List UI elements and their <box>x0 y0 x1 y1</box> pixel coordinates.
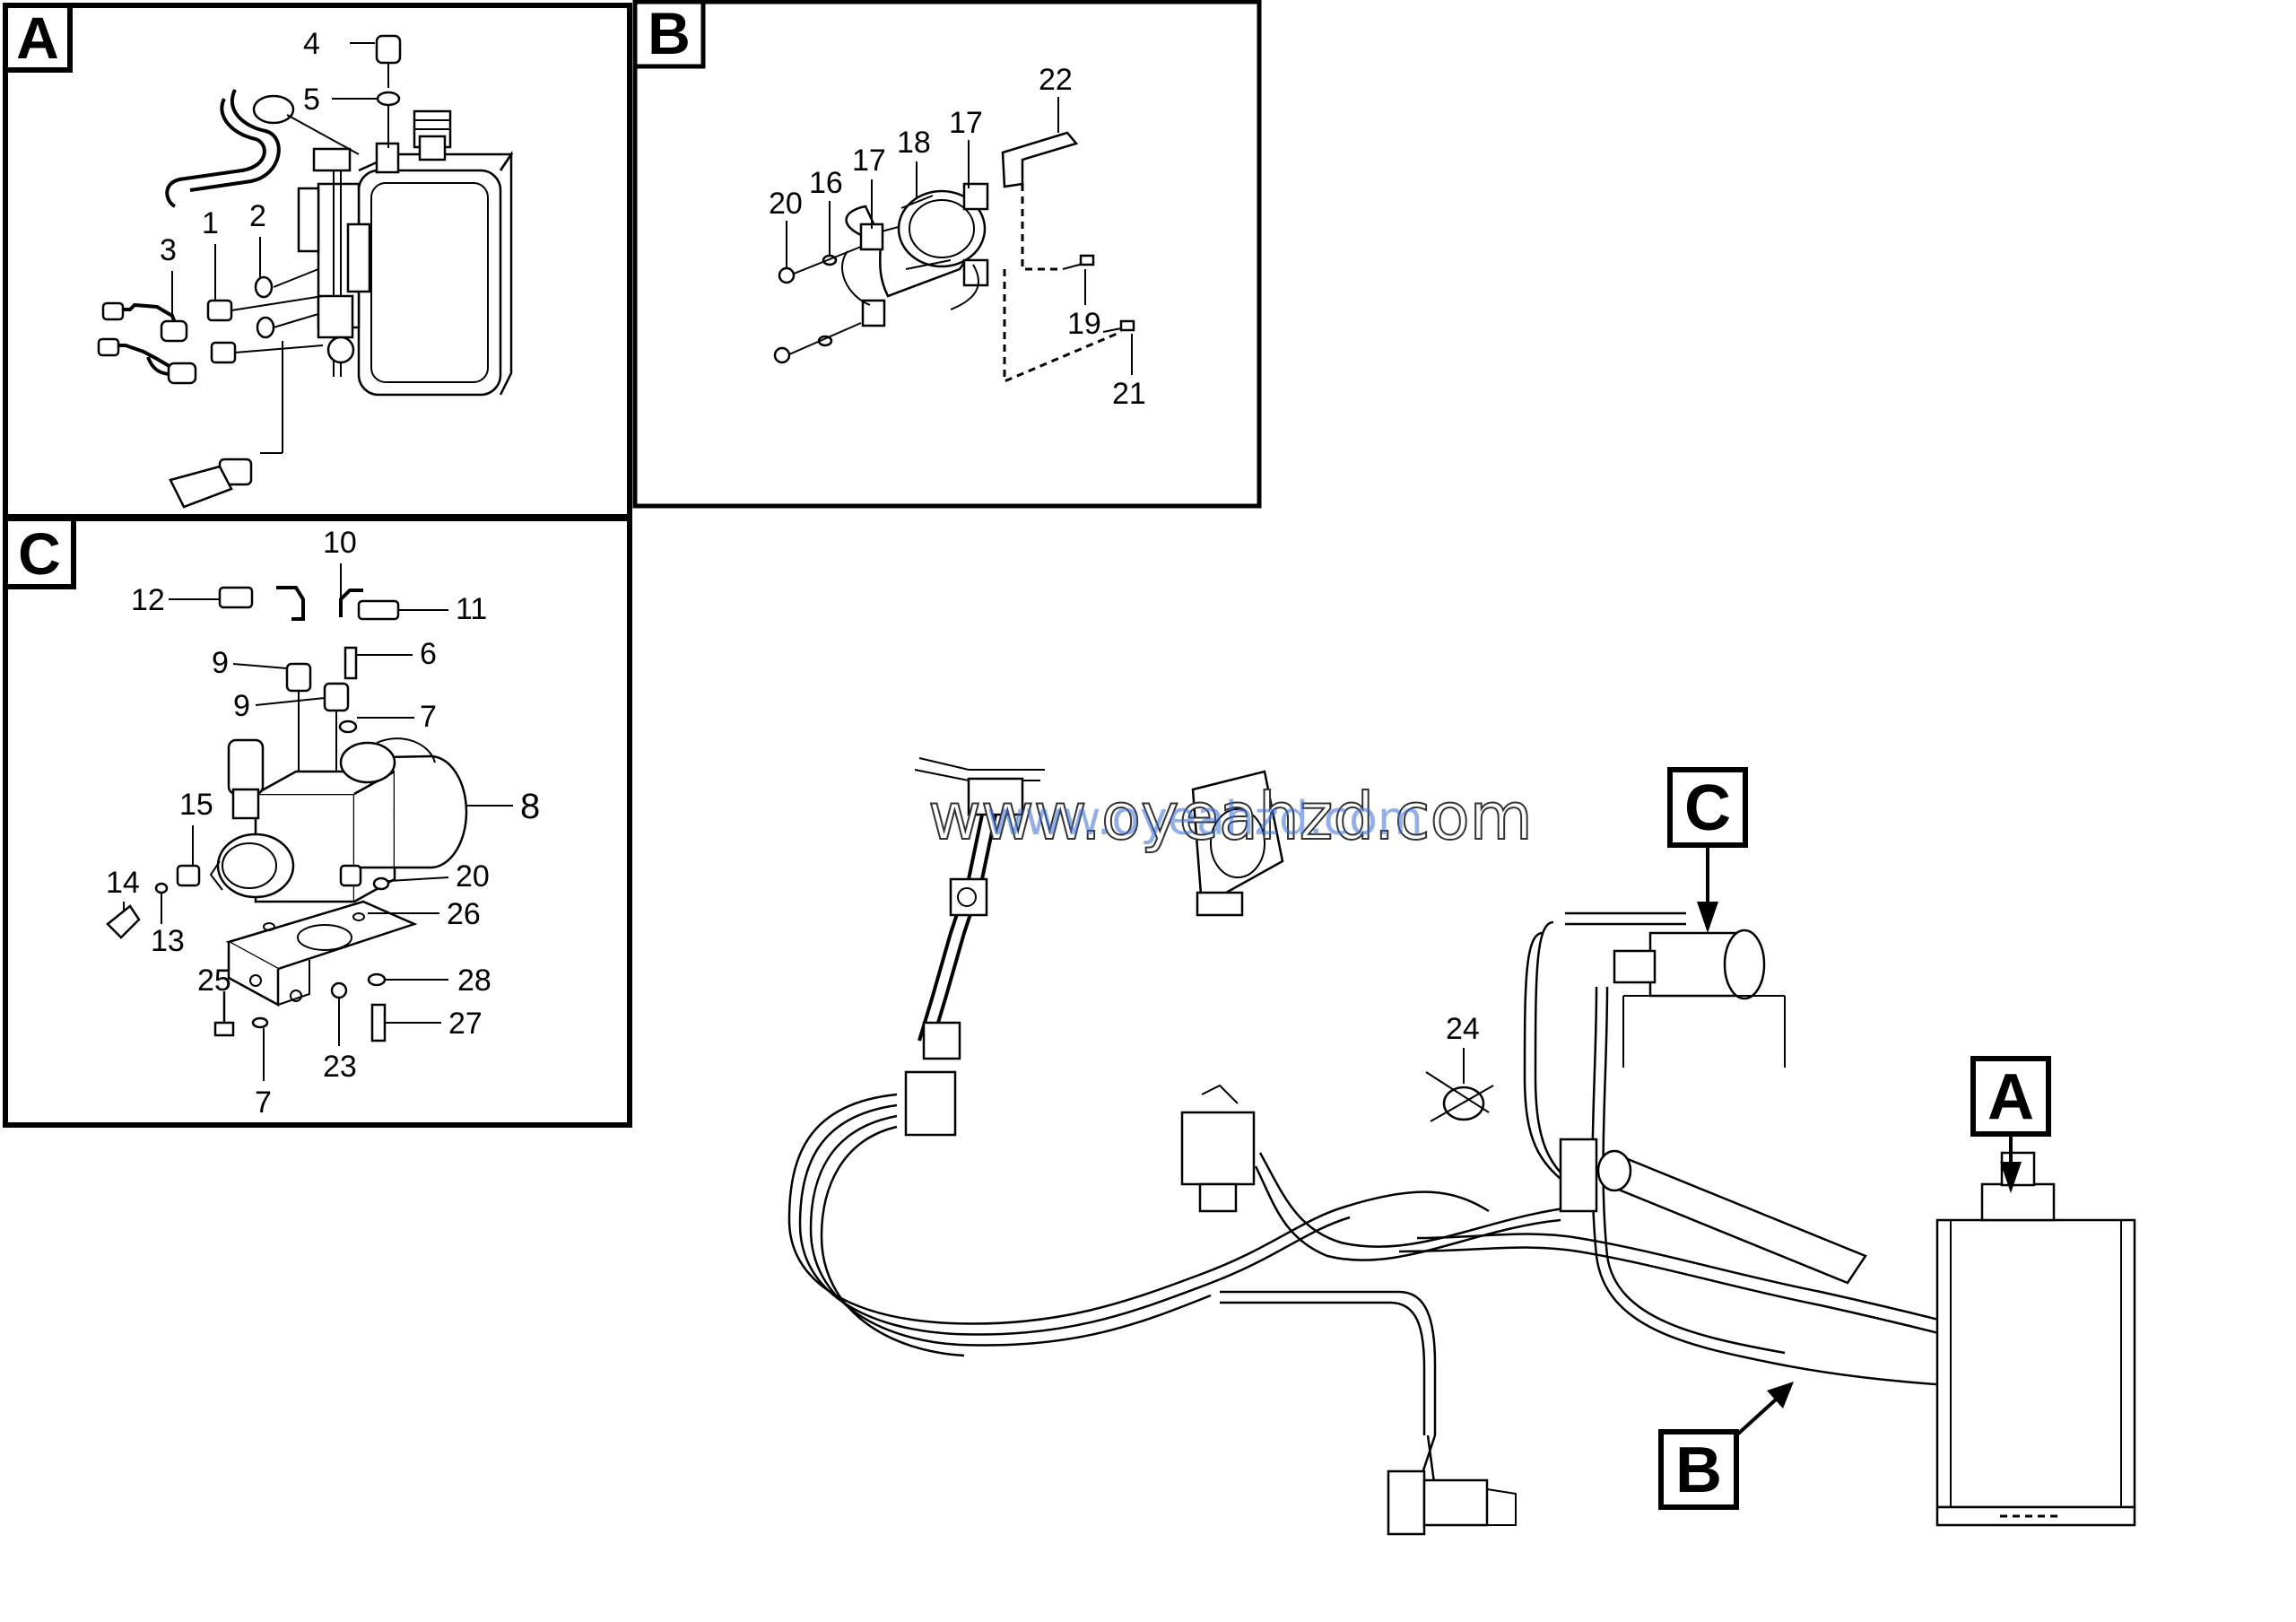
nut-part-20 <box>778 266 796 284</box>
panel-c-frame <box>3 516 632 1128</box>
panel-a: A <box>3 3 632 519</box>
callout-b-19: 19 <box>1067 307 1101 341</box>
panel-a-letter: A <box>16 4 59 71</box>
callout-c-9b: 9 <box>233 689 250 723</box>
pump-unit-overview <box>1613 929 1786 1068</box>
pump-motor-assembly <box>209 737 468 903</box>
panel-b: B 22 17 18 <box>632 0 1262 509</box>
pointer-box-b <box>1658 1429 1739 1510</box>
panel-b-frame <box>632 0 1262 509</box>
callout-a-5: 5 <box>303 83 320 117</box>
steering-motor <box>1387 1469 1517 1536</box>
panel-c-letter: C <box>18 520 61 587</box>
callout-c-8: 8 <box>520 787 540 826</box>
callout-c-20: 20 <box>456 859 490 894</box>
callout-c-15: 15 <box>179 788 213 822</box>
panel-c-letter-box <box>3 516 76 589</box>
callout-b-18: 18 <box>897 126 931 160</box>
callout-a-1: 1 <box>202 206 219 240</box>
bracket-part-22 <box>1001 131 1079 188</box>
watermark-main: www.oyeahzd.com <box>928 779 1533 854</box>
hydraulic-tank <box>297 109 514 397</box>
fittings-row <box>97 268 324 385</box>
callout-c-13: 13 <box>151 924 185 958</box>
callout-c-11: 11 <box>456 592 487 626</box>
callout-c-7b: 7 <box>255 1086 272 1120</box>
elbow-part-10a <box>276 586 305 621</box>
callout-c-14: 14 <box>106 866 140 900</box>
plug-part-9b <box>323 682 350 712</box>
callout-overview-24: 24 <box>1446 1012 1480 1046</box>
plug-part-9a <box>285 662 312 693</box>
callout-b-17a: 17 <box>949 106 983 140</box>
callout-c-27: 27 <box>448 1007 483 1041</box>
hose-clamp <box>252 94 295 125</box>
mounting-bracket <box>1191 770 1284 909</box>
callout-c-6: 6 <box>420 637 437 671</box>
pipe-clamp <box>841 182 989 327</box>
callout-b-17b: 17 <box>852 144 886 178</box>
callout-b-20: 20 <box>769 187 803 221</box>
callout-b-16: 16 <box>809 166 843 200</box>
callout-c-26: 26 <box>447 897 481 931</box>
callout-c-7a: 7 <box>420 700 437 734</box>
panel-c: C <box>3 516 632 1128</box>
bolt-part-6 <box>344 646 358 680</box>
pointer-a-letter: A <box>1987 1061 2034 1133</box>
hose-bundle <box>787 911 2037 1526</box>
tank-overview <box>1935 1151 2136 1527</box>
callout-c-23: 23 <box>323 1050 357 1084</box>
callout-a-3: 3 <box>160 233 177 267</box>
steering-valve <box>904 1070 957 1137</box>
callout-c-25: 25 <box>197 964 231 998</box>
fitting-part-12 <box>218 586 254 609</box>
panel-b-letter-box <box>632 0 706 69</box>
hose-top <box>165 98 266 208</box>
cap-part-4 <box>375 34 402 65</box>
overview-assembly: 24 C <box>787 757 2136 1536</box>
callout-c-9a: 9 <box>212 646 229 680</box>
panel-b-letter: B <box>648 0 691 66</box>
watermark-overlay: www.oyeahzd.com <box>987 792 1423 846</box>
control-valve <box>1180 1111 1256 1186</box>
callout-a-2: 2 <box>249 199 266 233</box>
callout-a-4: 4 <box>303 27 320 61</box>
oring-part-5 <box>376 91 401 107</box>
pointer-b-letter: B <box>1675 1435 1722 1506</box>
fitting-part-11 <box>357 599 400 621</box>
callout-c-28: 28 <box>457 964 491 998</box>
callout-c-12: 12 <box>131 583 165 617</box>
callout-b-21: 21 <box>1112 377 1146 411</box>
callout-c-10: 10 <box>323 526 357 560</box>
panel-a-letter-box <box>3 3 73 73</box>
callout-b-22: 22 <box>1039 63 1073 97</box>
pointer-c-letter: C <box>1684 772 1731 844</box>
